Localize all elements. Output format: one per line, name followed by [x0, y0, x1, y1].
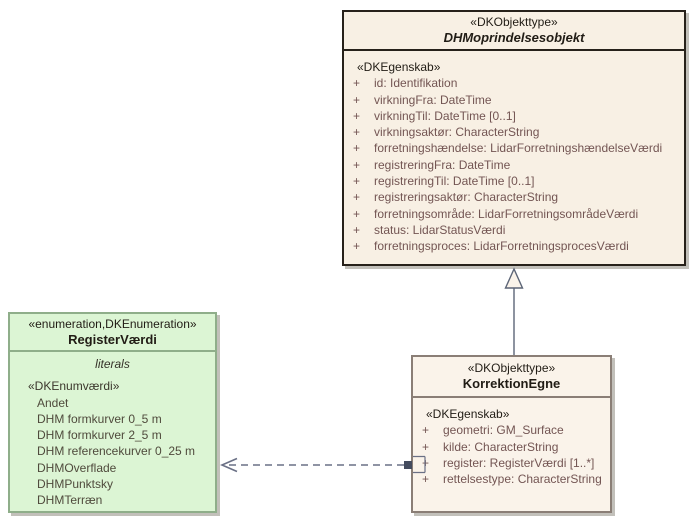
class-name: DHMoprindelsesobjekt: [443, 30, 585, 45]
attribute-row: + registreringsaktør: CharacterString: [344, 189, 684, 205]
attribute-row: + rettelsestype: CharacterString: [413, 471, 610, 487]
visibility-symbol: +: [353, 157, 361, 172]
attribute-row: + forretningsområde: LidarForretningsomr…: [344, 206, 684, 222]
visibility-symbol: +: [353, 108, 361, 123]
visibility-symbol: +: [353, 76, 361, 91]
visibility-symbol: +: [353, 92, 361, 107]
visibility-symbol: +: [353, 125, 361, 140]
enum-literal: DHM formkurver 0_5 m: [37, 411, 162, 426]
enumeration-name: RegisterVærdi: [68, 331, 157, 347]
literals-section-label: literals: [95, 357, 130, 371]
attribute-row: + id: Identifikation: [344, 75, 684, 91]
generalization-arrow[interactable]: [504, 267, 524, 355]
attribute-text: registreringFra: DateTime: [374, 157, 511, 172]
enumeration-header: «enumeration,DKEnumeration» RegisterVærd…: [10, 314, 215, 352]
attribute-row: + virkningTil: DateTime [0..1]: [344, 108, 684, 124]
dependency-arrow[interactable]: [219, 457, 404, 473]
attribute-text: status: LidarStatusVærdi: [374, 222, 506, 237]
attribute-text: forretningshændelse: LidarForretningshæn…: [374, 141, 663, 156]
class-name: KorrektionEgne: [462, 376, 561, 391]
attribute-text: register: RegisterVærdi [1..*]: [443, 455, 595, 470]
visibility-symbol: +: [353, 190, 361, 205]
visibility-symbol: +: [422, 472, 430, 487]
visibility-symbol: +: [353, 206, 361, 221]
attribute-text: registreringTil: DateTime [0..1]: [374, 174, 535, 189]
attribute-text: geometri: GM_Surface: [443, 423, 564, 438]
enum-literal: Andet: [37, 395, 69, 410]
enum-literal: DHMTerræn: [37, 493, 103, 508]
literals-stereotype: «DKEnumværdi»: [28, 379, 120, 394]
attribute-text: forretningsproces: LidarForretningsproce…: [374, 239, 629, 254]
class-header: «DKObjekttype» DHMoprindelsesobjekt: [344, 12, 684, 51]
visibility-symbol: +: [353, 222, 361, 237]
attributes-compartment: «DKEgenskab» + id: Identifikation + virk…: [344, 51, 684, 255]
visibility-symbol: +: [422, 439, 430, 454]
visibility-symbol: +: [353, 239, 361, 254]
class-header: «DKObjekttype» KorrektionEgne: [413, 357, 610, 398]
attribute-row: + virkningFra: DateTime: [344, 92, 684, 108]
visibility-symbol: +: [422, 423, 430, 438]
class-stereotype: «DKObjekttype»: [467, 361, 556, 375]
attribute-row: + virkningsaktør: CharacterString: [344, 124, 684, 140]
attribute-text: id: Identifikation: [374, 76, 458, 91]
attribute-row: + status: LidarStatusVærdi: [344, 222, 684, 238]
enum-literal: DHM formkurver 2_5 m: [37, 428, 162, 443]
enum-literal: DHM referencekurver 0_25 m: [37, 444, 196, 459]
literals-compartment: literals «DKEnumværdi» Andet DHM formkur…: [10, 352, 215, 509]
attribute-row: + registreringFra: DateTime: [344, 157, 684, 173]
class-stereotype: «DKObjekttype»: [470, 15, 558, 29]
attributes-stereotype: «DKEgenskab»: [426, 407, 510, 421]
attribute-row: + forretningshændelse: LidarForretningsh…: [344, 140, 684, 156]
attribute-row: + geometri: GM_Surface: [413, 422, 610, 438]
class-box-dhmoprindelsesobjekt[interactable]: «DKObjekttype» DHMoprindelsesobjekt «DKE…: [342, 10, 686, 266]
attribute-text: forretningsområde: LidarForretningsområd…: [374, 206, 639, 221]
attribute-row: + register: RegisterVærdi [1..*]: [413, 455, 610, 471]
attribute-row: + registreringTil: DateTime [0..1]: [344, 173, 684, 189]
attribute-text: virkningsaktør: CharacterString: [374, 125, 540, 140]
visibility-symbol: +: [353, 141, 361, 156]
enumeration-stereotype: «enumeration,DKEnumeration»: [28, 316, 197, 331]
attribute-text: kilde: CharacterString: [443, 439, 559, 454]
attribute-row: + kilde: CharacterString: [413, 439, 610, 455]
visibility-symbol: +: [422, 455, 430, 470]
attribute-text: virkningFra: DateTime: [374, 92, 492, 107]
attributes-compartment: «DKEgenskab» + geometri: GM_Surface + ki…: [413, 398, 610, 487]
attribute-text: virkningTil: DateTime [0..1]: [374, 108, 516, 123]
class-box-korrektionegne[interactable]: «DKObjekttype» KorrektionEgne «DKEgenska…: [411, 355, 612, 513]
enum-literal: DHMPunktsky: [37, 477, 114, 492]
attributes-stereotype: «DKEgenskab»: [357, 60, 441, 74]
enum-literal: DHMOverflade: [37, 460, 117, 475]
attribute-row: + forretningsproces: LidarForretningspro…: [344, 238, 684, 254]
visibility-symbol: +: [353, 174, 361, 189]
attribute-text: rettelsestype: CharacterString: [443, 472, 602, 487]
attribute-text: registreringsaktør: CharacterString: [374, 190, 559, 205]
enumeration-box-registervaerdi[interactable]: «enumeration,DKEnumeration» RegisterVærd…: [8, 312, 217, 513]
